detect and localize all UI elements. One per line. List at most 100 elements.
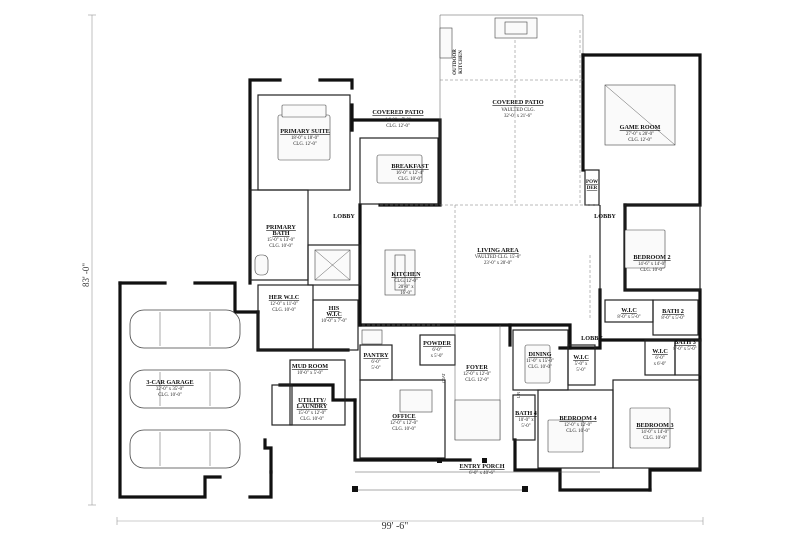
lobby-right-label: LOBBY <box>594 213 616 220</box>
primary-suite-label: PRIMARY SUITE <box>280 128 330 135</box>
dimension-lines: 83' -0" 99' -6" <box>81 14 704 532</box>
bath-2-size: 8'-0" x 5'-0" <box>661 316 684 321</box>
primary-bath-size: 15'-0" x 13'-0" <box>267 238 295 243</box>
lobby-lower-label: LOBBY <box>581 335 603 342</box>
three-car-garage-label: 3-CAR GARAGE <box>146 379 193 386</box>
bedroom-2-clg: CLG. 10'-0" <box>640 268 664 273</box>
game-room-size: 27'-0" x 20'-0" <box>626 132 654 137</box>
powder-center-label: POWDER <box>423 340 451 347</box>
foyer-label: FOYER <box>466 364 488 371</box>
breakfast-label: BREAKFAST <box>391 163 429 170</box>
bedroom-3-size: 14'-0" x 14'-0" <box>641 430 669 435</box>
office-label: OFFICE <box>392 413 415 420</box>
covered-patio-left-label: COVERED PATIO <box>372 109 423 116</box>
room-labels: OUTDOOR KITCHEN COVERED PATIO VAULTED CL… <box>146 49 696 476</box>
linen-label: LIN <box>517 392 521 398</box>
breakfast-size: 16'-0" x 12'-4" <box>396 171 424 176</box>
garage-size: 32'-0" x 35'-0" <box>156 387 184 392</box>
dining-label: DINING <box>528 351 551 358</box>
bedroom-2-size: 14'-6" x 14'-0" <box>638 262 666 267</box>
covered-patio-left-clg: CLG. 12'-0" <box>386 124 410 129</box>
utility-clg: CLG. 10'-0" <box>300 417 324 422</box>
dining-size: 11'-0" x 15'-0" <box>526 359 554 364</box>
lobby-left-label: LOBBY <box>333 213 355 220</box>
his-wic-label-2: W.I.C <box>326 311 342 318</box>
primary-suite-clg: CLG. 12'-0" <box>293 142 317 147</box>
car-icon <box>129 429 241 469</box>
fixtures <box>254 17 676 453</box>
game-room-clg: CLG. 12'-0" <box>628 138 652 143</box>
her-wic-clg: CLG. 10'-0" <box>272 308 296 313</box>
living-area-label: LIVING AREA <box>477 247 519 254</box>
powder-center-size: 6'-0" <box>432 348 441 353</box>
wic-dining-size: 5'-0" x <box>575 362 588 367</box>
primary-bath-label: PRIMARY <box>266 224 296 231</box>
primary-suite-size: 18'-0" x 18'-0" <box>291 136 319 141</box>
porch <box>352 458 600 492</box>
mud-room-size: 10'-0" x 5'-0" <box>297 371 323 376</box>
kitchen-size-2: 16'-0" <box>400 291 412 296</box>
pantry-label: PANTRY <box>363 352 389 359</box>
utility-label-2: LAUNDRY <box>297 403 328 410</box>
covered-patio-left-size: 14'-0" x 7'-0" <box>385 118 411 123</box>
outdoor-kitchen-label-2: KITCHEN <box>459 50 464 74</box>
wic-dining-label: W.I.C <box>573 354 589 361</box>
mud-room-label: MUD ROOM <box>292 363 328 370</box>
overall-width-dimension: 99' -6" <box>382 521 409 532</box>
garage-cars <box>129 309 241 469</box>
utility-label: UTILITY/ <box>298 397 326 404</box>
powder-right-label: POW <box>586 180 598 185</box>
bedroom-3-clg: CLG. 10'-0" <box>643 436 667 441</box>
entry-porch-label: ENTRY PORCH <box>459 463 504 470</box>
car-icon <box>129 309 241 349</box>
bath-4-size: 10'-0" x <box>518 418 534 423</box>
wic-dining-size-2: 5'-0" <box>576 368 585 373</box>
bath-2-label: BATH 2 <box>662 308 684 315</box>
kitchen-size: 20'-0" x <box>398 285 414 290</box>
interior-walls <box>249 30 701 469</box>
her-wic-size: 12'-0" x 11'-0" <box>270 302 298 307</box>
his-wic-size: 10'-0" x 7'-0" <box>321 319 347 324</box>
bedroom-2-label: BEDROOM 2 <box>633 254 670 261</box>
powder-right-label-2: DER <box>587 186 598 191</box>
living-area-clg: VAULTED CLG. 15'-0" <box>475 255 521 260</box>
primary-bath-label-2: BATH <box>272 230 289 237</box>
his-wic-label: HIS <box>329 305 340 312</box>
wic-right-label: W.I.C <box>621 307 637 314</box>
covered-patio-center-label: COVERED PATIO <box>492 99 543 106</box>
primary-bath-clg: CLG. 10'-0" <box>269 244 293 249</box>
dining-clg: CLG. 10'-0" <box>528 365 552 370</box>
living-area-size: 23'-0" x 20'-0" <box>484 261 512 266</box>
bedroom-4-size: 12'-0" x 12'-0" <box>564 423 592 428</box>
covered-patio-center-size: 32'-0" x 21'-6" <box>504 114 532 119</box>
foyer-size: 12'-0" x 12'-0" <box>463 372 491 377</box>
wic-bed3-size: 6'-0" <box>655 356 664 361</box>
overall-depth-dimension: 83' -0" <box>81 263 91 287</box>
wic-right-size: 8'-0" x 5'-0" <box>617 315 640 320</box>
her-wic-label: HER W.I.C <box>269 294 299 301</box>
office-size: 12'-0" x 12'-0" <box>390 421 418 426</box>
game-room-label: GAME ROOM <box>620 124 661 131</box>
kitchen-clg: CLG. 12'-0" <box>394 279 418 284</box>
wic-bed3-size-2: x 6'-0" <box>654 362 667 367</box>
wic-bed3-label: W.I.C <box>652 348 668 355</box>
bedroom-3-label: BEDROOM 3 <box>636 422 673 429</box>
office-clg: CLG. 10'-0" <box>392 427 416 432</box>
coat-label: COAT <box>442 373 446 383</box>
car-icon <box>129 369 241 409</box>
breakfast-clg: CLG. 10'-0" <box>398 177 422 182</box>
pantry-size-2: 5'-0" <box>371 366 380 371</box>
powder-center-size-2: x 5'-0" <box>431 354 444 359</box>
kitchen-label: KITCHEN <box>391 271 421 278</box>
bath-3-size: 8'-0" x 5'-0" <box>673 347 696 352</box>
garage-clg: CLG. 10'-0" <box>158 393 182 398</box>
foyer-clg: CLG. 12'-0" <box>465 378 489 383</box>
bedroom-4-label: BEDROOM 4 <box>559 415 596 422</box>
bedroom-4-clg: CLG. 10'-0" <box>566 429 590 434</box>
bath-4-size-2: 5'-0" <box>521 424 530 429</box>
entry-porch-size: 6'-0" x 40'-6" <box>469 471 495 476</box>
bath-4-label: BATH 4 <box>515 410 537 417</box>
bath-3-label: BATH 3 <box>674 339 696 346</box>
pantry-size: 6'-0" <box>371 360 380 365</box>
